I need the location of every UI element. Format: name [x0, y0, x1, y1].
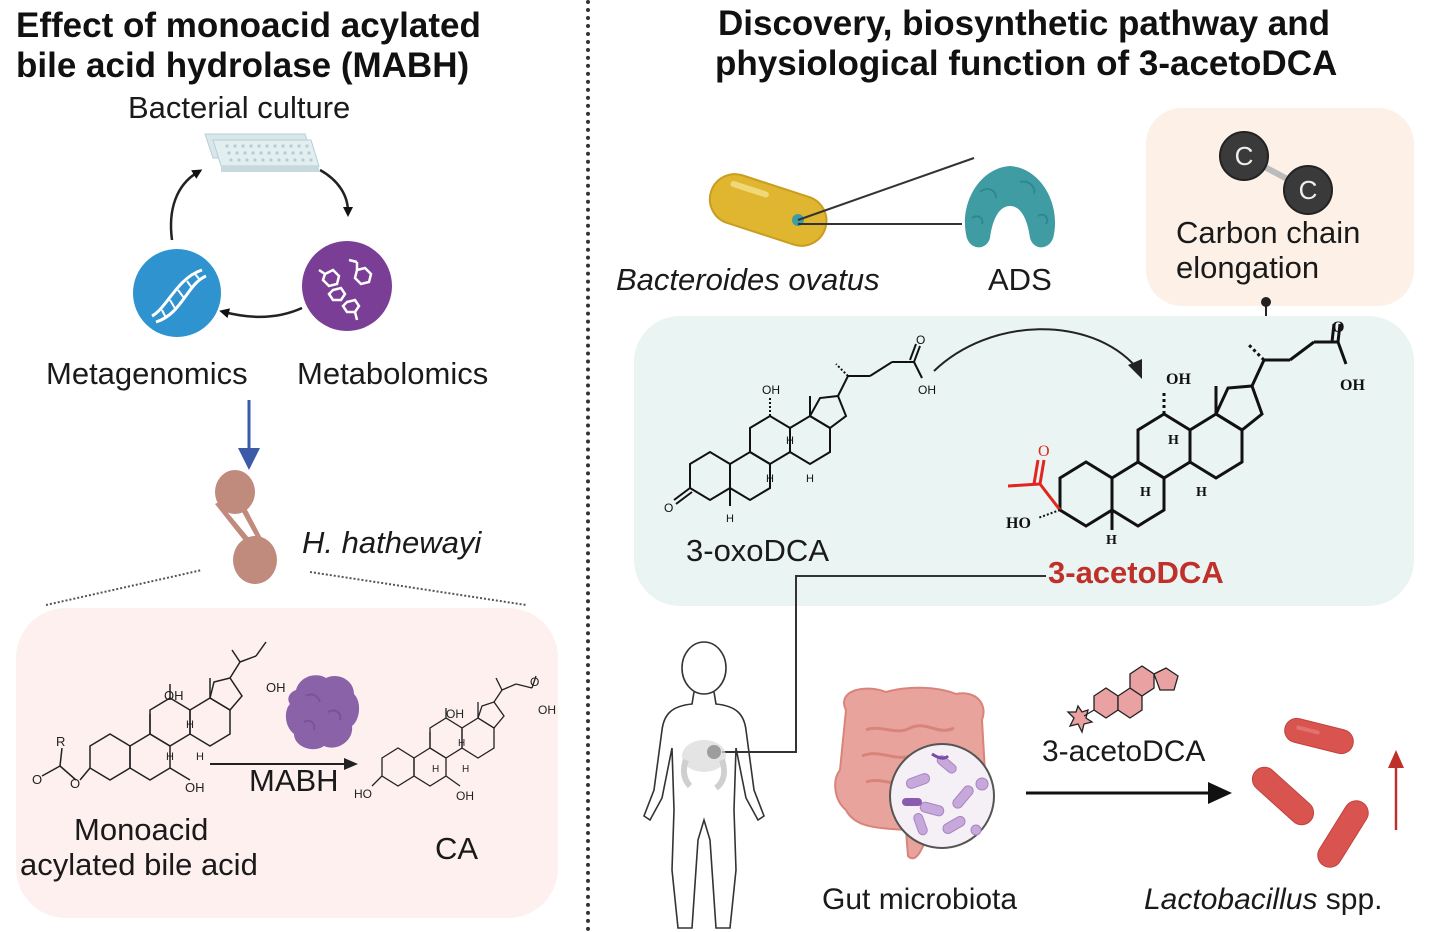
increase-arrow-icon	[1388, 750, 1404, 830]
ca-atom-oh-7: OH	[456, 789, 474, 803]
carbon-chain-label-line1: Carbon chain	[1176, 215, 1361, 250]
down-arrow-icon	[238, 400, 260, 470]
arrow-metabolomics-to-metagenomics	[219, 306, 303, 319]
steroid-compound-icon	[1066, 665, 1179, 734]
substrate-structure: OH OH OH R O O H H H	[32, 641, 286, 795]
right-panel-title-line1: Discovery, biosynthetic pathway and	[718, 4, 1331, 43]
biosynthesis-curved-arrow	[933, 328, 1142, 379]
ads-label: ADS	[988, 262, 1052, 297]
3-acetodca-compound-label: 3-acetoDCA	[1042, 735, 1206, 768]
lactobacillus-suffix: spp.	[1317, 883, 1383, 916]
human-body-icon	[643, 641, 765, 929]
atom-r: R	[56, 734, 65, 749]
ca-atom-oh-acid: OH	[538, 703, 556, 717]
mabh-enzyme-icon	[285, 675, 360, 750]
aceto-atom-h-9: H	[1140, 485, 1151, 500]
oxo-atom-oh-12: OH	[762, 383, 780, 397]
carbon-elongation-box	[1146, 108, 1414, 306]
effect-arrow	[1026, 782, 1232, 804]
carbon-chain-label-line2: elongation	[1176, 250, 1320, 285]
oxo-atom-h-9: H	[766, 473, 774, 485]
aceto-atom-oh-12: OH	[1166, 371, 1191, 388]
right-panel-title-line2: physiological function of 3-acetoDCA	[715, 44, 1338, 83]
oxo-atom-h-14: H	[806, 473, 814, 485]
oxo-atom-h-5: H	[726, 513, 734, 525]
mabh-label: MABH	[249, 763, 339, 798]
zoom-lines	[45, 569, 527, 606]
oxo-atom-h-8: H	[786, 435, 794, 447]
oxo-atom-o-acid: O	[916, 333, 925, 347]
mabh-reaction-arrow	[210, 758, 358, 770]
oxo-atom-oh-acid: OH	[918, 383, 936, 397]
product-ca-label: CA	[435, 831, 479, 866]
left-panel-title-line1: Effect of monoacid acylated	[16, 6, 481, 45]
ca-atom-h-14: H	[462, 764, 469, 775]
ca-atom-h-8: H	[458, 738, 465, 749]
arrow-metagenomics-to-culture	[169, 169, 203, 241]
left-panel-title-line2: bile acid hydrolase (MABH)	[16, 46, 470, 85]
3-acetodca-structure: O HO OH O OH H H H H	[1006, 319, 1365, 548]
metabolomics-label: Metabolomics	[297, 356, 489, 391]
carbon-atom-2: C	[1299, 175, 1318, 205]
lactobacillus-genus: Lactobacillus	[1144, 883, 1318, 916]
aceto-atom-h-5: H	[1106, 533, 1117, 548]
aceto-atom-ho-3: HO	[1006, 515, 1031, 532]
atom-oh-7: OH	[185, 780, 205, 795]
h-hathewayi-label: H. hathewayi	[302, 525, 482, 560]
aceto-atom-o-acetyl: O	[1038, 443, 1050, 460]
molecule-icon	[302, 241, 392, 331]
dna-icon	[133, 249, 221, 337]
ca-atom-ho-3: HO	[354, 787, 372, 801]
ads-enzyme-icon	[964, 166, 1056, 248]
bacterial-culture-label: Bacterial culture	[128, 90, 351, 125]
gut-microbiota-icon	[834, 686, 995, 860]
bacteroides-ovatus-label: Bacteroides ovatus	[616, 262, 880, 297]
lactobacillus-label: Lactobacillus spp.	[1144, 884, 1382, 916]
bacteroides-ovatus-icon	[708, 157, 975, 247]
3-oxodca-label: 3-oxoDCA	[686, 533, 829, 568]
substrate-label-line1: Monoacid	[74, 812, 209, 847]
3-oxodca-structure: OH O OH O H H H H	[664, 333, 936, 525]
arrow-culture-to-metabolomics	[319, 168, 353, 217]
aceto-atom-oh-acid: OH	[1340, 377, 1365, 394]
atom-h-9: H	[166, 751, 174, 763]
panel-divider	[586, 0, 590, 932]
substrate-label-line2: acylated bile acid	[20, 847, 258, 882]
aceto-atom-h-14: H	[1196, 485, 1207, 500]
cycle-arrows	[169, 168, 353, 319]
h-hathewayi-bacteria-icon	[215, 470, 277, 584]
ca-atom-o: O	[530, 675, 539, 689]
atom-h-14: H	[196, 751, 204, 763]
aceto-atom-h-8: H	[1168, 433, 1179, 448]
atom-h-8: H	[186, 719, 194, 731]
3-acetodca-label: 3-acetoDCA	[1048, 555, 1224, 590]
oxo-atom-o-3: O	[664, 501, 673, 515]
ca-atom-h-9: H	[432, 764, 439, 775]
atom-o-ester: O	[70, 776, 80, 791]
atom-o-carbonyl: O	[32, 772, 42, 787]
carbon-atom-1: C	[1235, 141, 1254, 171]
lactobacillus-icon	[1251, 717, 1369, 868]
ca-atom-oh-12: OH	[446, 707, 464, 721]
atom-oh-acid: OH	[266, 680, 286, 695]
metagenomics-label: Metagenomics	[46, 356, 248, 391]
culture-plate-icon	[204, 133, 320, 172]
atom-oh-12: OH	[164, 688, 184, 703]
gut-microbiota-label: Gut microbiota	[822, 883, 1018, 916]
carbon-atoms-icon: C C	[1219, 131, 1333, 215]
ca-structure: OH OH O OH HO H H H	[354, 675, 556, 803]
aceto-atom-o-acid: O	[1332, 319, 1344, 336]
